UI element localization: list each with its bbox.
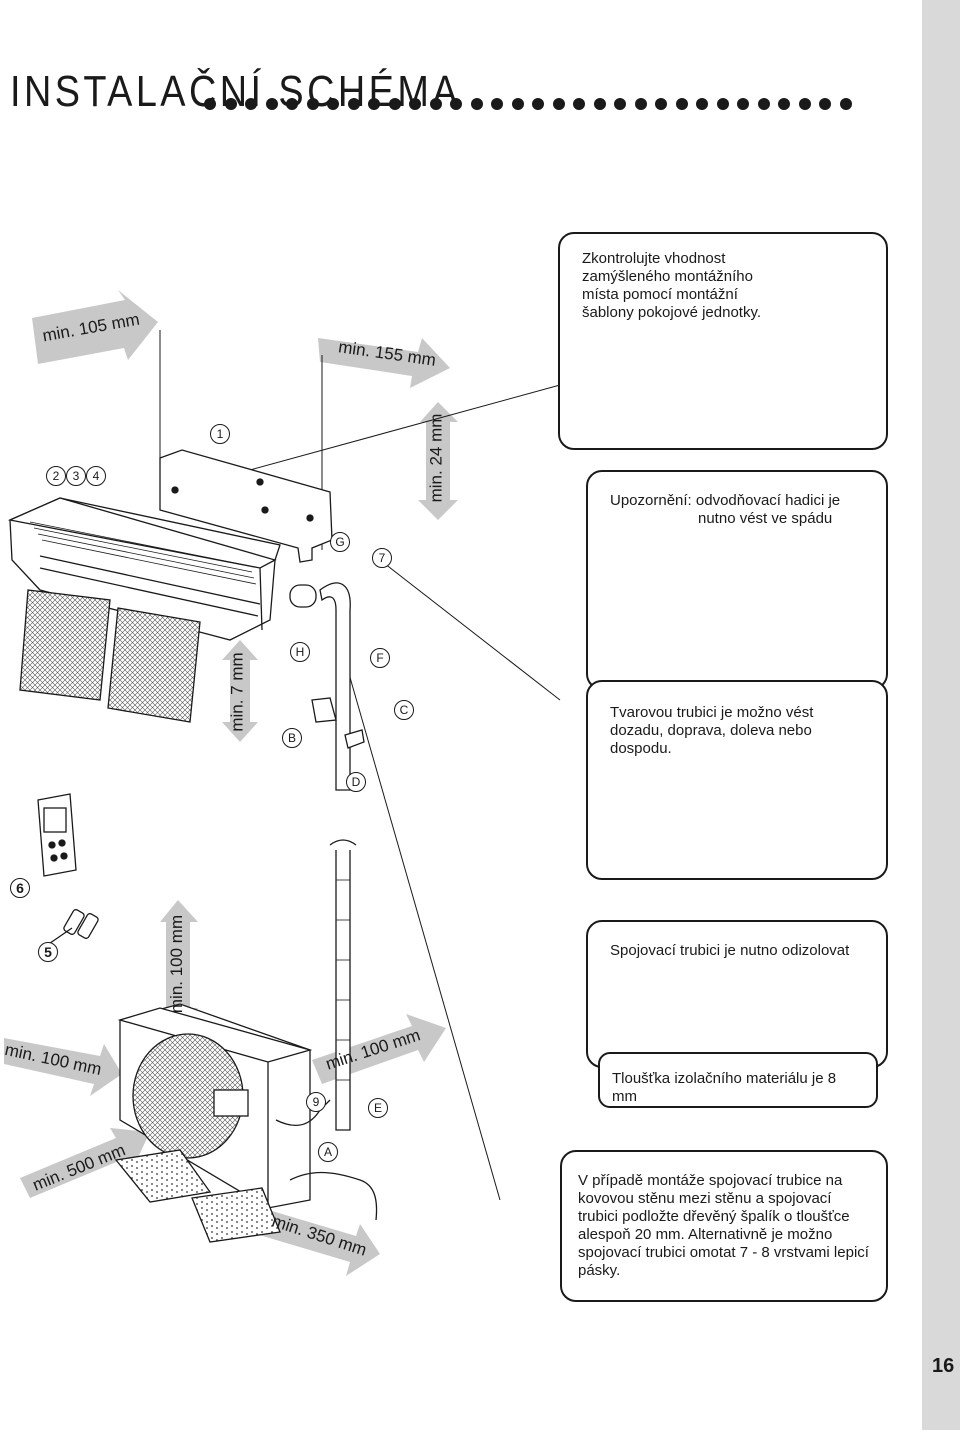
marker-3: 3	[66, 466, 86, 486]
arrow-24	[418, 402, 458, 520]
marker-A: A	[318, 1142, 338, 1162]
mounting-plate	[159, 449, 333, 563]
marker-7: 7	[372, 548, 392, 568]
marker-C: C	[394, 700, 414, 720]
arrow-350	[256, 1208, 380, 1276]
page-number: 16	[932, 1355, 955, 1377]
marker-9: 9	[306, 1092, 326, 1112]
arrow-105	[32, 290, 158, 364]
marker-5: 5	[38, 942, 58, 962]
arrow-7	[222, 640, 258, 742]
callout-check-template: Zkontrolujte vhodnost zamýšleného montáž…	[558, 232, 888, 450]
arrow-100-top	[158, 900, 198, 1030]
callout-insulate: Spojovací trubici je nutno odizolovat	[586, 920, 888, 1068]
callout-pipe-direction-text: Tvarovou trubici je možno vést dozadu, d…	[610, 704, 814, 757]
callout-check-template-text: Zkontrolujte vhodnost zamýšleného montáž…	[582, 250, 762, 321]
batteries	[39, 909, 99, 951]
clearance-label-100-top: min. 100 mm	[167, 914, 187, 1014]
marker-G: G	[330, 532, 350, 552]
title-dot-rule	[204, 98, 852, 110]
callout-metal-wall-text: V případě montáže spojovací trubice na k…	[578, 1172, 869, 1279]
clearance-label-24: min. 24 mm	[426, 413, 446, 503]
callout-pipe-direction: Tvarovou trubici je možno vést dozadu, d…	[586, 680, 888, 880]
marker-B: B	[282, 728, 302, 748]
indoor-unit	[7, 497, 281, 641]
callout-drain-line1: Upozornění: odvodňovací hadici je	[610, 492, 841, 509]
arrow-100-left	[4, 1038, 122, 1096]
callout-drain-line2: nutno vést ve spádu	[698, 510, 833, 527]
callout-drain-slope: Upozornění: odvodňovací hadici je nutno …	[586, 470, 888, 690]
arrow-155	[318, 338, 450, 388]
marker-E: E	[368, 1098, 388, 1118]
callout-metal-wall: V případě montáže spojovací trubice na k…	[560, 1150, 888, 1302]
remote-control	[37, 793, 77, 877]
marker-D: D	[346, 772, 366, 792]
page-sidebar-strip	[922, 0, 960, 1430]
outdoor-unit	[114, 1003, 378, 1243]
marker-F: F	[370, 648, 390, 668]
clearance-label-7: min. 7 mm	[227, 652, 247, 732]
filters	[19, 589, 201, 723]
callout-insulation-thickness-text: Tloušťka izolačního materiálu je 8 mm	[612, 1070, 837, 1105]
marker-4: 4	[86, 466, 106, 486]
marker-2: 2	[46, 466, 66, 486]
marker-6: 6	[10, 878, 30, 898]
callout-insulation-thickness: Tloušťka izolačního materiálu je 8 mm	[598, 1052, 878, 1108]
marker-H: H	[290, 642, 310, 662]
arrow-500	[20, 1128, 150, 1198]
callout-insulate-text: Spojovací trubici je nutno odizolovat	[610, 942, 850, 959]
piping	[289, 582, 365, 1131]
marker-1: 1	[210, 424, 230, 444]
